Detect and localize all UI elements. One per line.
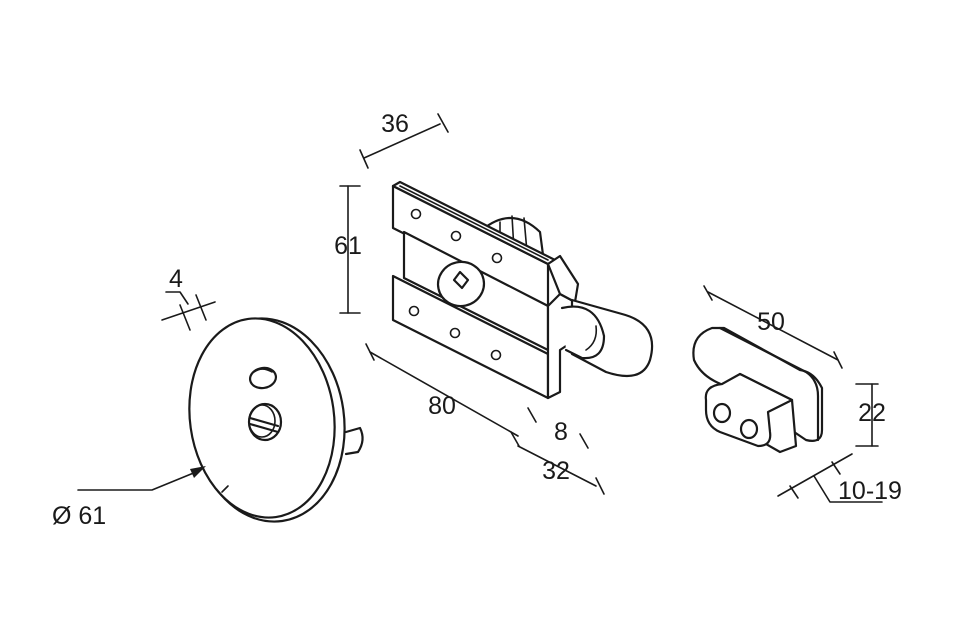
dim-keeper-height: 22 [858,399,886,427]
indicator-window [248,366,278,390]
dim-plate-depth: 36 [381,110,409,138]
dimension-lines [77,113,883,503]
bolt-housing [391,180,654,400]
slotted-turn-knob [247,402,283,442]
indicator-rose [188,317,364,523]
dim-rose-thickness: 4 [169,265,183,293]
dim-door-thickness: 10-19 [838,477,902,505]
latch-bolt [560,298,654,378]
dim-bolt-projection: 32 [542,457,570,485]
strike-keeper [692,326,824,454]
dim-keeper-length: 50 [757,308,785,336]
dim-bolt-length: 80 [428,392,456,420]
dim-rose-diameter: Ø 61 [52,502,106,530]
dim-bolt-offset: 8 [554,418,568,446]
dim-plate-height: 61 [334,232,362,260]
